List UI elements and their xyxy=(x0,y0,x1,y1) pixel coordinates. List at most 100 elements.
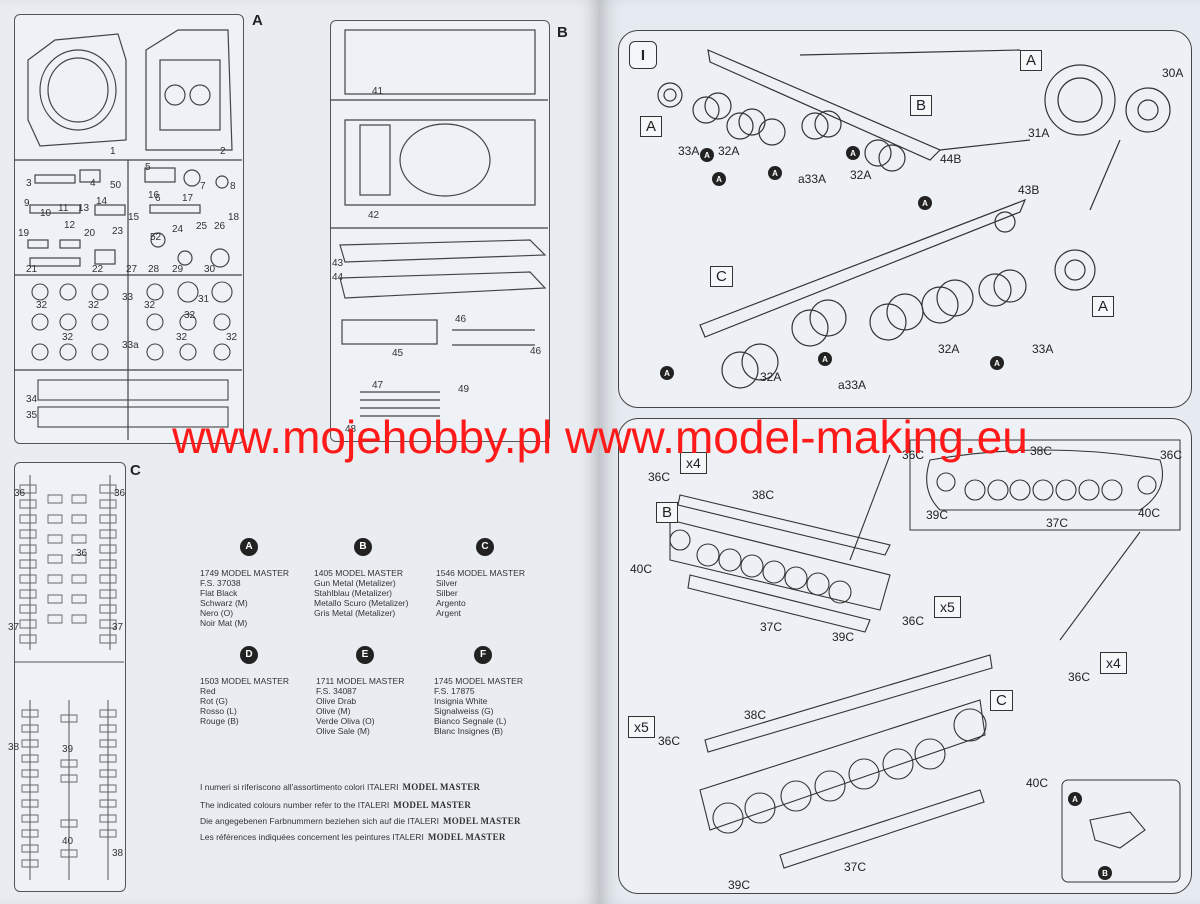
part-label: 41 xyxy=(372,86,384,97)
part-label: 30 xyxy=(204,264,216,275)
part-callout: 40C xyxy=(1026,776,1049,790)
part-callout: 33A xyxy=(1032,342,1054,356)
right-page: I xyxy=(600,0,1200,904)
assembly-step-1: I xyxy=(618,30,1192,408)
note-text: Les références indiquées concernent les … xyxy=(200,832,424,842)
paint-line: Olive Sale (M) xyxy=(316,726,370,736)
part-label: 18 xyxy=(228,212,240,223)
paint-line: Red xyxy=(200,686,216,696)
brand-logo: MODEL MASTER xyxy=(427,832,506,842)
part-callout: 36C xyxy=(1068,670,1091,684)
part-label: 43 xyxy=(332,258,344,269)
sprue-b-letter: B xyxy=(557,24,568,41)
part-callout: 44B xyxy=(940,152,962,166)
part-callout: 39C xyxy=(832,630,855,644)
quantity-label: x5 xyxy=(628,716,655,738)
part-label: 12 xyxy=(64,220,76,231)
paint-line: Argento xyxy=(436,598,466,608)
part-label: 40 xyxy=(62,836,74,847)
paint-b-badge: B xyxy=(1098,866,1112,880)
part-callout: 39C xyxy=(926,508,949,522)
paint-line: Signalweiss (G) xyxy=(434,706,494,716)
part-callout: 32A xyxy=(850,168,872,182)
part-label: 20 xyxy=(84,228,96,239)
paint-line: Silver xyxy=(436,578,458,588)
paint-line: Verde Oliva (O) xyxy=(316,716,375,726)
part-label: 46 xyxy=(530,346,542,357)
part-callout: 32A xyxy=(760,370,782,384)
label-box: A xyxy=(1020,50,1043,71)
part-callout: 37C xyxy=(760,620,783,634)
part-callout: 36C xyxy=(648,470,671,484)
part-callout: 32A xyxy=(718,144,740,158)
part-label: 37 xyxy=(112,622,124,633)
part-label: 2 xyxy=(220,146,226,157)
part-callout: 33A xyxy=(678,144,700,158)
part-label: 3 xyxy=(26,178,32,189)
part-label: 42 xyxy=(368,210,380,221)
paint-line: Bianco Segnale (L) xyxy=(434,716,507,726)
part-label: 33 xyxy=(122,292,134,303)
part-label: 37 xyxy=(8,622,20,633)
paint-line: F.S. 17875 xyxy=(434,686,475,696)
part-label: 47 xyxy=(372,380,384,391)
part-callout: 36C xyxy=(658,734,681,748)
part-label: 32 xyxy=(226,332,238,343)
part-label: 23 xyxy=(112,226,124,237)
part-label: 32 xyxy=(62,332,74,343)
label-box: B xyxy=(910,95,933,116)
part-label: 6 xyxy=(155,193,161,204)
paint-line: Stahlblau (Metalizer) xyxy=(314,588,392,598)
part-callout: 39C xyxy=(728,878,751,892)
paint-a-badge: A xyxy=(990,356,1004,370)
paint-a-badge: A xyxy=(846,146,860,160)
part-label: 10 xyxy=(40,208,52,219)
part-callout: 38C xyxy=(1030,444,1053,458)
paint-entry-b: B 1405 MODEL MASTER Gun Metal (Metalizer… xyxy=(314,538,434,618)
sprue-c-frame xyxy=(14,462,126,892)
part-label: 29 xyxy=(172,264,184,275)
part-label: 31 xyxy=(198,294,210,305)
paint-a-badge: A xyxy=(712,172,726,186)
part-label: 32 xyxy=(184,310,196,321)
part-label: 27 xyxy=(126,264,138,275)
part-label: 50 xyxy=(110,180,122,191)
sprue-a-letter: A xyxy=(252,12,263,29)
part-callout: 37C xyxy=(844,860,867,874)
paint-line: Metallo Scuro (Metalizer) xyxy=(314,598,409,608)
part-callout: 40C xyxy=(630,562,653,576)
paint-code-badge: D xyxy=(240,646,258,664)
part-label: 11 xyxy=(58,203,69,214)
paint-line: 1546 MODEL MASTER xyxy=(436,568,525,578)
part-callout: 40C xyxy=(1138,506,1161,520)
left-page: A xyxy=(8,12,568,892)
quantity-label: x4 xyxy=(680,452,707,474)
paint-line: Rouge (B) xyxy=(200,716,239,726)
part-label: 45 xyxy=(392,348,404,359)
part-label: 39 xyxy=(62,744,74,755)
part-label: 36 xyxy=(76,548,88,559)
part-label: 14 xyxy=(96,196,108,207)
paint-entry-d: D 1503 MODEL MASTER Red Rot (G) Rosso (L… xyxy=(200,646,320,726)
paint-line: Insignia White xyxy=(434,696,488,706)
part-callout: 32A xyxy=(938,342,960,356)
part-label: 9 xyxy=(24,198,30,209)
paint-line: Flat Black xyxy=(200,588,238,598)
paint-line: Gris Metal (Metalizer) xyxy=(314,608,396,618)
quantity-label: x4 xyxy=(1100,652,1127,674)
paint-entry-e: E 1711 MODEL MASTER F.S. 34087 Olive Dra… xyxy=(316,646,436,736)
paint-line: 1405 MODEL MASTER xyxy=(314,568,403,578)
label-box: A xyxy=(640,116,663,137)
paint-code-badge: B xyxy=(354,538,372,556)
part-label: 32 xyxy=(144,300,156,311)
paint-line: Noir Mat (M) xyxy=(200,618,248,628)
part-callout: a33A xyxy=(798,172,827,186)
paint-line: Nero (O) xyxy=(200,608,234,618)
paint-line: 1711 MODEL MASTER xyxy=(316,676,405,686)
paint-entry-a: A 1749 MODEL MASTER F.S. 37038 Flat Blac… xyxy=(200,538,320,628)
paint-entry-f: F 1745 MODEL MASTER F.S. 17875 Insignia … xyxy=(434,646,554,736)
part-label: 16 xyxy=(148,190,160,201)
paint-line: Argent xyxy=(436,608,462,618)
paint-a-badge: A xyxy=(818,352,832,366)
part-callout: 38C xyxy=(744,708,767,722)
